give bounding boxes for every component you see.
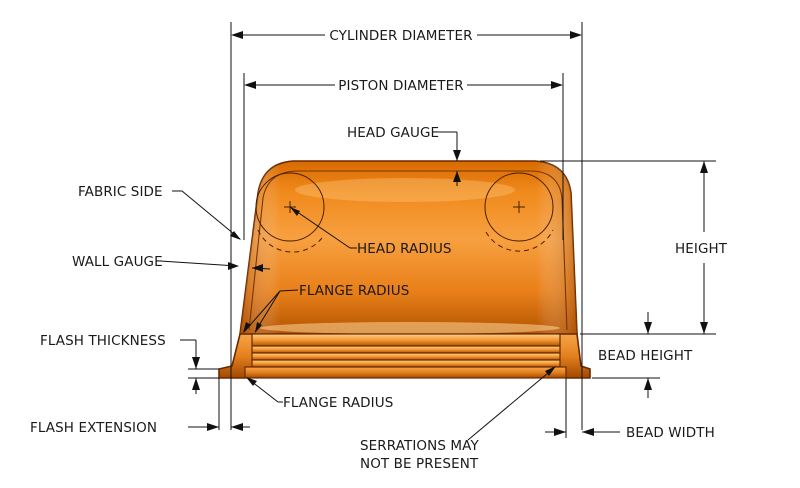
serrations-label-line2: NOT BE PRESENT xyxy=(360,456,479,472)
flange-base xyxy=(218,333,591,379)
flash-thickness-label: FLASH THICKNESS xyxy=(40,333,166,349)
serrations-label-line1: SERRATIONS MAY xyxy=(360,438,479,454)
head-gauge-label: HEAD GAUGE xyxy=(347,125,439,141)
wall-gauge-label: WALL GAUGE xyxy=(72,254,163,270)
dimension-lines xyxy=(180,22,716,438)
cylinder-diameter-label: CYLINDER DIAMETER xyxy=(329,28,472,44)
height-label: HEIGHT xyxy=(675,241,728,257)
head-radius-label: HEAD RADIUS xyxy=(357,241,452,257)
text-labels: CYLINDER DIAMETER PISTON DIAMETER HEAD G… xyxy=(30,28,728,472)
flange-radius-upper-label: FLANGE RADIUS xyxy=(299,283,409,299)
bead-width-label: BEAD WIDTH xyxy=(626,425,715,441)
leader-lines xyxy=(159,190,556,441)
flash-extension-label: FLASH EXTENSION xyxy=(30,420,157,436)
flange-radius-lower-label: FLANGE RADIUS xyxy=(283,395,393,411)
bead-height-label: BEAD HEIGHT xyxy=(598,348,693,364)
piston-diameter-label: PISTON DIAMETER xyxy=(338,78,463,94)
fabric-side-label: FABRIC SIDE xyxy=(78,184,163,200)
